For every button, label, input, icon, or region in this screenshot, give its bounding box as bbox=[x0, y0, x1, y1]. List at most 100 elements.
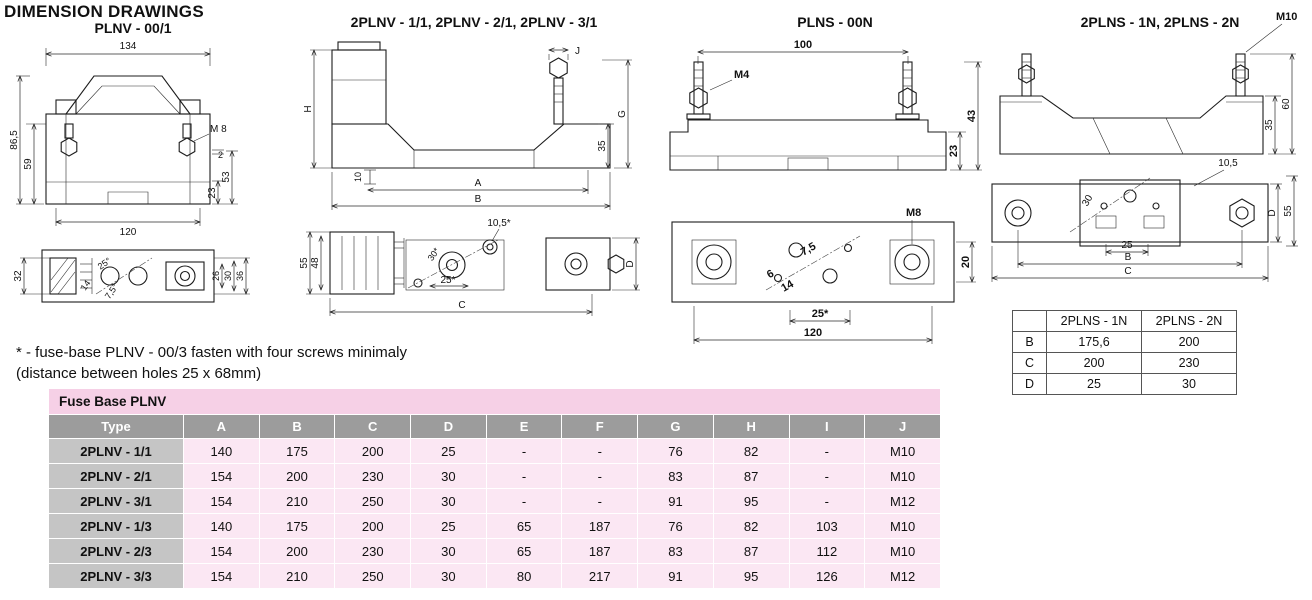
dim-32: 32 bbox=[13, 270, 24, 282]
cell: 187 bbox=[561, 513, 639, 539]
cell: 30 bbox=[410, 463, 487, 489]
col-header-a: A bbox=[183, 414, 260, 439]
dim-36: 36 bbox=[235, 271, 245, 281]
dim-7-5: 7,5 bbox=[799, 240, 818, 258]
footnote-line1: * - fuse-base PLNV - 00/3 fasten with fo… bbox=[16, 344, 407, 361]
row-type: 2PLNV - 1/3 bbox=[48, 513, 184, 539]
dim-120: 120 bbox=[804, 327, 822, 339]
side-row-label: C bbox=[1012, 352, 1047, 374]
cell: 112 bbox=[788, 538, 866, 564]
side-cell: 200 bbox=[1141, 331, 1237, 353]
page-title: DIMENSION DRAWINGS bbox=[4, 2, 204, 21]
cell: 154 bbox=[183, 563, 260, 589]
drawing-title-2plnv: 2PLNV - 1/1, 2PLNV - 2/1, 2PLNV - 3/1 bbox=[350, 14, 598, 30]
cell: 200 bbox=[334, 438, 412, 464]
label-m8: M 8 bbox=[210, 124, 227, 135]
side-row-label: D bbox=[1012, 373, 1047, 395]
label-m4: M4 bbox=[734, 69, 750, 81]
cell: 91 bbox=[637, 563, 714, 589]
col-header-type: Type bbox=[48, 414, 184, 439]
dim-D: D bbox=[625, 260, 636, 267]
table-row: 2PLNV - 2/3 154 200 230 30 65 187 83 87 … bbox=[48, 538, 941, 564]
2plnv-plan-view: 30* 10,5* 25* C D 55 48 bbox=[299, 218, 640, 316]
col-header-i: I bbox=[788, 414, 866, 439]
cell: 126 bbox=[788, 563, 866, 589]
cell: - bbox=[485, 488, 563, 514]
table-row: 2PLNV - 3/1 154 210 250 30 - - 91 95 - M… bbox=[48, 488, 941, 514]
footnote: * - fuse-base PLNV - 00/3 fasten with fo… bbox=[16, 342, 407, 384]
cell: 76 bbox=[637, 438, 714, 464]
plns-00n-plan-view: M8 7,5 6 14 20 25* 120 bbox=[671, 207, 976, 344]
dim-100: 100 bbox=[794, 39, 812, 51]
dim-134: 134 bbox=[120, 41, 137, 52]
2plns-plan-view: 10,5 30 25 D 55 B C bbox=[992, 158, 1298, 282]
cell: 210 bbox=[258, 488, 336, 514]
table-row: 2PLNV - 2/1 154 200 230 30 - - 83 87 - M… bbox=[48, 463, 941, 489]
plns-00n-drawing: 100 M4 43 23 M8 7,5 6 14 20 bbox=[669, 39, 982, 344]
cell: 140 bbox=[183, 513, 260, 539]
dim-H: H bbox=[303, 105, 314, 112]
main-table-title: Fuse Base PLNV bbox=[48, 388, 941, 415]
cell: 87 bbox=[712, 463, 790, 489]
cell: 175 bbox=[258, 438, 336, 464]
2plns-front-view: M10 60 35 bbox=[999, 11, 1297, 154]
side-cell: 200 bbox=[1046, 352, 1142, 374]
cell: 200 bbox=[258, 463, 336, 489]
dim-10-5-star: 10,5* bbox=[487, 218, 510, 229]
cell: 65 bbox=[485, 538, 563, 564]
label-m8: M8 bbox=[906, 207, 921, 219]
2plnv-front-view: J G 35 H 10 A B bbox=[303, 41, 632, 210]
dim-59: 59 bbox=[23, 158, 34, 170]
cell: M10 bbox=[864, 438, 941, 464]
2plnv-drawing: J G 35 H 10 A B 30* 10,5* 25* bbox=[299, 41, 640, 316]
dim-C: C bbox=[1124, 266, 1131, 277]
side-cell: 175,6 bbox=[1046, 331, 1142, 353]
dim-55: 55 bbox=[1283, 205, 1294, 217]
cell: 250 bbox=[334, 488, 412, 514]
cell: 217 bbox=[561, 563, 639, 589]
dim-86-5: 86,5 bbox=[9, 130, 20, 150]
dim-14: 14 bbox=[79, 278, 93, 292]
cell: 103 bbox=[788, 513, 866, 539]
cell: - bbox=[485, 463, 563, 489]
dim-B: B bbox=[1125, 252, 1132, 263]
cell: 30 bbox=[410, 563, 487, 589]
dim-C: C bbox=[458, 300, 465, 311]
dim-60: 60 bbox=[1281, 98, 1292, 110]
col-header-g: G bbox=[637, 414, 714, 439]
cell: 140 bbox=[183, 438, 260, 464]
row-type: 2PLNV - 3/1 bbox=[48, 488, 184, 514]
drawing-title-plnv-001: PLNV - 00/1 bbox=[94, 20, 172, 36]
cell: 87 bbox=[712, 538, 790, 564]
main-table-header-row: Type A B C D E F G H I J bbox=[48, 414, 941, 439]
dim-26: 26 bbox=[211, 271, 221, 281]
drawing-title-2plns: 2PLNS - 1N, 2PLNS - 2N bbox=[1080, 14, 1240, 30]
row-type: 2PLNV - 1/1 bbox=[48, 438, 184, 464]
cell: 95 bbox=[712, 563, 790, 589]
cell: 154 bbox=[183, 488, 260, 514]
dim-2: 2 bbox=[218, 150, 223, 160]
footnote-line2: (distance between holes 25 x 68mm) bbox=[16, 365, 262, 382]
cell: 83 bbox=[637, 538, 714, 564]
side-table-corner-cell bbox=[1012, 310, 1047, 332]
side-cell: 25 bbox=[1046, 373, 1142, 395]
dim-6: 6 bbox=[765, 268, 776, 281]
dim-25-star: 25* bbox=[812, 308, 829, 320]
col-header-c: C bbox=[334, 414, 412, 439]
cell: - bbox=[788, 463, 866, 489]
plnv-001-drawing: 134 86,5 59 M 8 2 53 23 120 bbox=[9, 41, 250, 303]
col-header-h: H bbox=[712, 414, 790, 439]
dim-23: 23 bbox=[948, 145, 960, 157]
cell: - bbox=[788, 488, 866, 514]
dim-B: B bbox=[475, 194, 482, 205]
side-row-label: B bbox=[1012, 331, 1047, 353]
dim-23: 23 bbox=[207, 187, 218, 199]
dim-55: 55 bbox=[299, 257, 310, 269]
dim-35: 35 bbox=[597, 140, 608, 152]
dim-25: 25 bbox=[1121, 240, 1133, 251]
cell: 200 bbox=[334, 513, 412, 539]
cell: 80 bbox=[485, 563, 563, 589]
dim-14: 14 bbox=[779, 278, 796, 295]
dim-J: J bbox=[575, 46, 580, 57]
